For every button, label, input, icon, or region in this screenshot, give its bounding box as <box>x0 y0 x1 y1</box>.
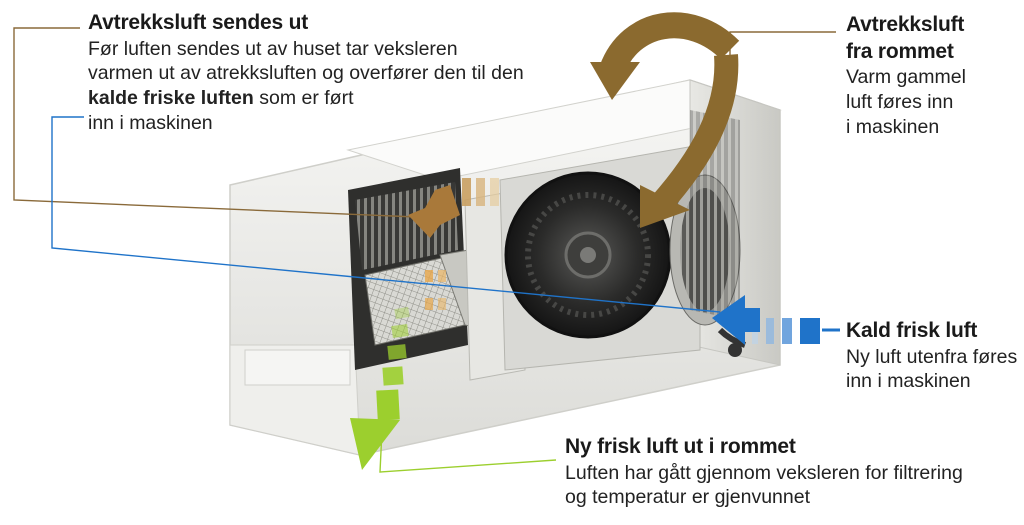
label-exhaust-out-line4: inn i maskinen <box>88 111 213 134</box>
label-exhaust-in: Avtrekksluft fra rommet Varm gammel luft… <box>846 12 1016 140</box>
label-exhaust-in-line3: i maskinen <box>846 115 940 138</box>
label-exhaust-in-line1: Varm gammel <box>846 66 966 89</box>
label-fresh-air-out: Ny frisk luft ut i rommet Luften har gåt… <box>565 434 1005 510</box>
label-exhaust-out-line3-rest: som er ført <box>253 87 354 110</box>
label-cold-fresh-line2: inn i maskinen <box>846 370 971 393</box>
label-exhaust-out-line1: Før luften sendes ut av huset tar veksle… <box>88 37 458 60</box>
heat-transfer-marks <box>425 270 446 310</box>
leader-lines <box>13 27 840 473</box>
label-exhaust-out-line3: kalde friske luften som er ført <box>88 86 558 111</box>
label-cold-fresh-line1: Ny luft utenfra føres <box>846 345 1018 368</box>
exhaust-in-arrow <box>590 12 740 228</box>
label-exhaust-in-title2: fra rommet <box>846 39 954 63</box>
label-fresh-out-line2: og temperatur er gjenvunnet <box>565 486 810 509</box>
label-fresh-out-title: Ny frisk luft ut i rommet <box>565 435 796 458</box>
label-cold-fresh-title: Kald frisk luft <box>846 319 978 342</box>
label-fresh-out-line1: Luften har gått gjennom veksleren for fi… <box>565 461 963 484</box>
label-cold-fresh-air: Kald frisk luft Ny luft utenfra føres in… <box>846 318 1021 394</box>
label-exhaust-out-bold: kalde friske luften <box>88 87 254 110</box>
label-exhaust-in-title1: Avtrekksluft <box>846 13 965 36</box>
label-exhaust-out: Avtrekksluft sendes ut Før luften sendes… <box>88 10 558 136</box>
label-exhaust-out-line2: varmen ut av atrekksluften og overfører … <box>88 62 524 85</box>
exhaust-out-arrow <box>408 178 499 238</box>
label-exhaust-in-line2: luft føres inn <box>846 91 954 114</box>
cold-fresh-arrow <box>712 295 820 345</box>
fresh-out-arrow <box>350 306 410 470</box>
label-exhaust-out-title: Avtrekksluft sendes ut <box>88 11 309 34</box>
